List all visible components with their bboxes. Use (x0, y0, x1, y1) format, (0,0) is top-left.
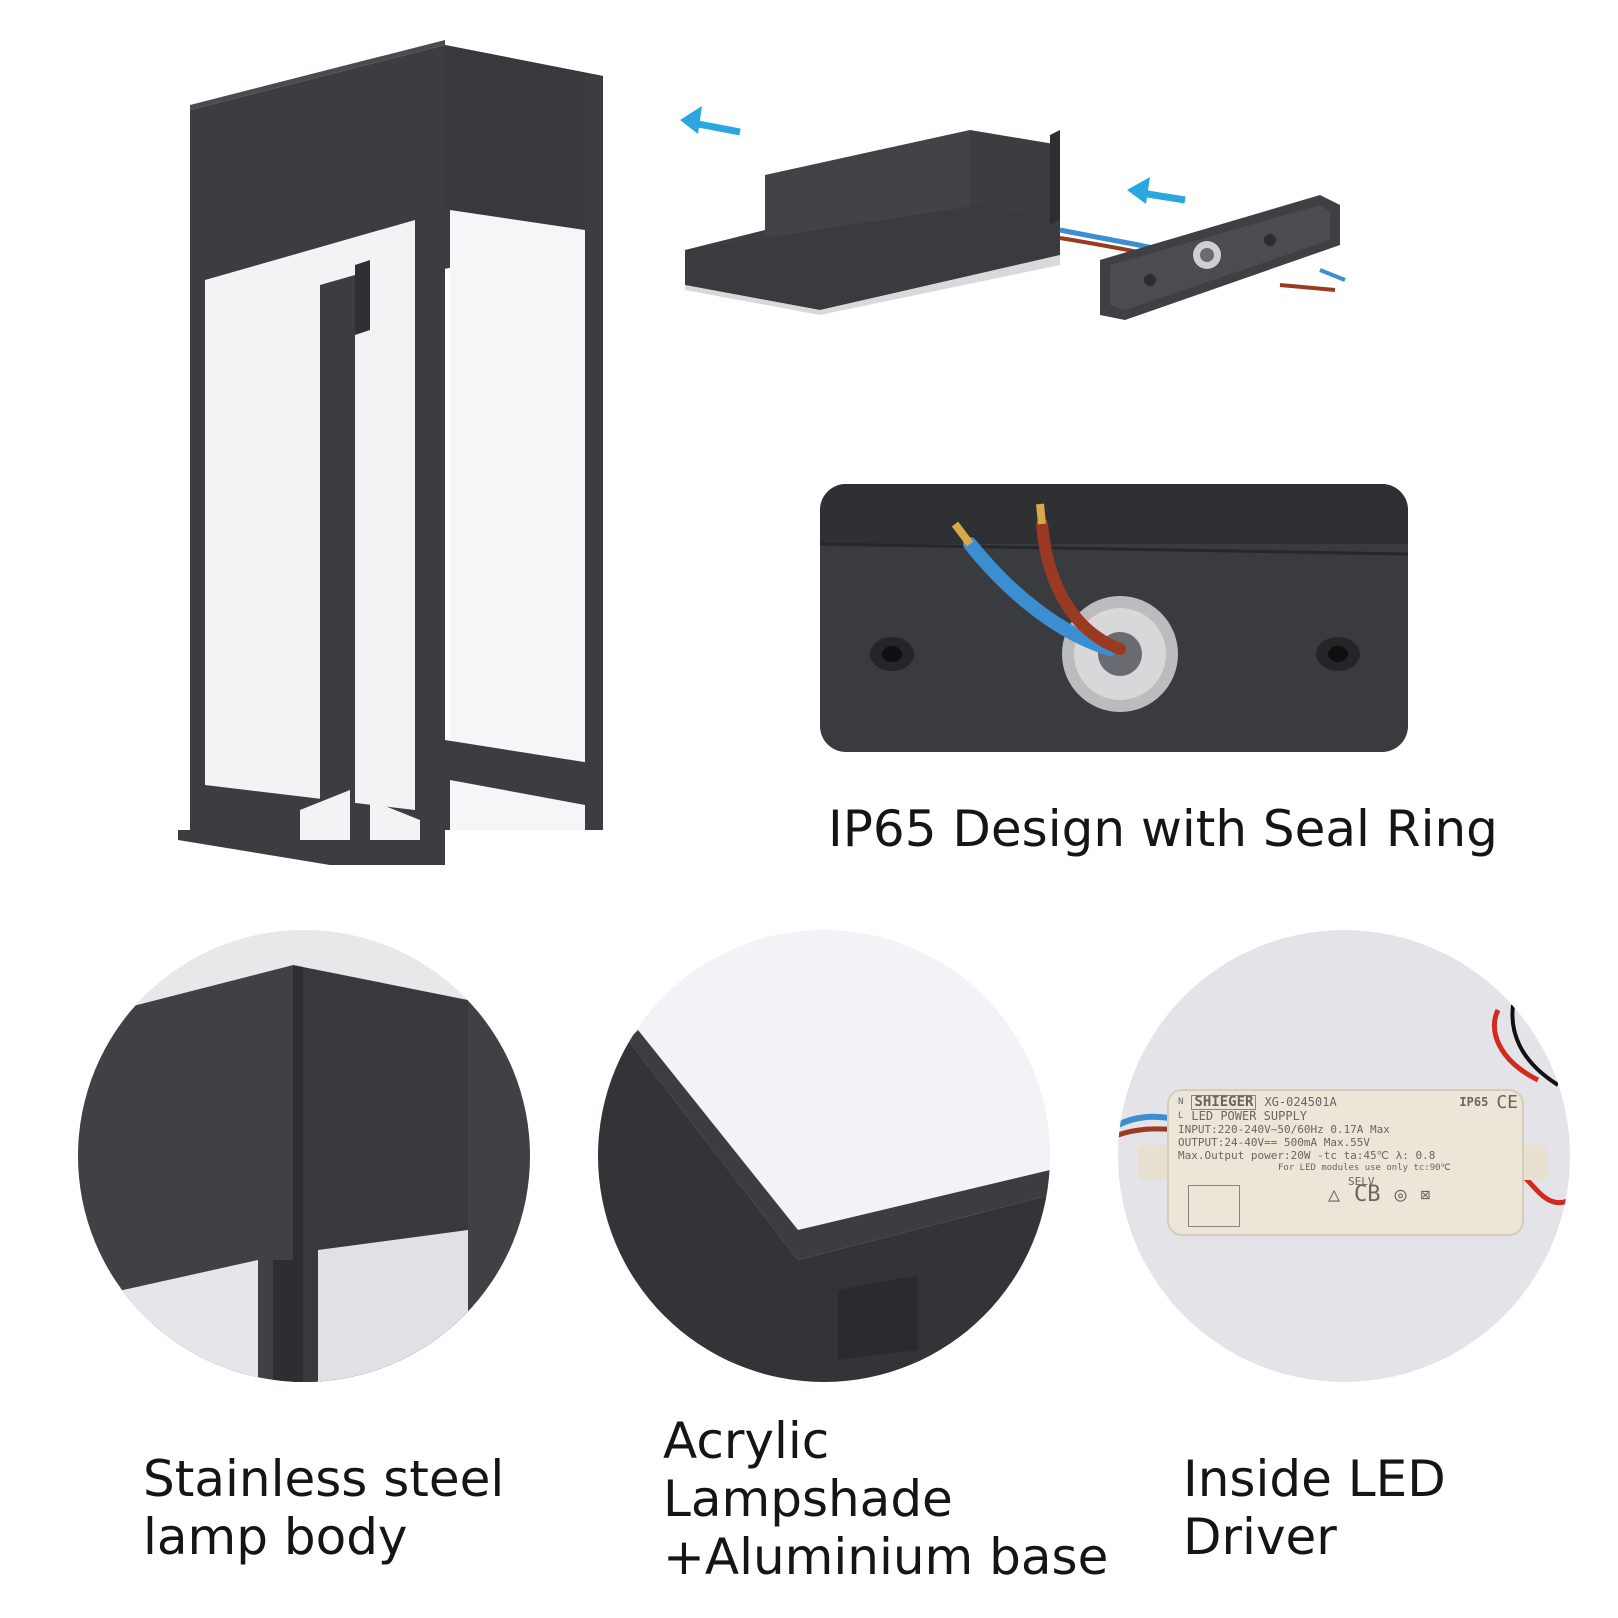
mounting-exploded-view (680, 100, 1400, 340)
driver-l-mark: L (1178, 1111, 1184, 1121)
driver-note: For LED modules use only tc:90℃ (1278, 1163, 1451, 1173)
driver-brand: SHIEGER (1191, 1095, 1257, 1110)
caption-steel-body: Stainless steel lamp body (143, 1450, 505, 1566)
cb-mark-icon: CB (1354, 1182, 1381, 1207)
driver-model: XG-024501A (1264, 1095, 1337, 1109)
caption-driver: Inside LED Driver (1183, 1450, 1446, 1566)
steel-body-closeup (78, 930, 530, 1382)
lamp-main-illustration (170, 40, 620, 870)
caption-seal-ring: IP65 Design with Seal Ring (828, 800, 1498, 858)
acrylic-lampshade-closeup (598, 930, 1050, 1382)
led-driver-closeup: N SHIEGER XG-024501A IP65 CE L LED POWER… (1118, 930, 1570, 1382)
driver-selv: SELV (1348, 1175, 1375, 1188)
screw-hole-right (1316, 637, 1360, 671)
ce-mark-icon: CE (1496, 1092, 1518, 1113)
driver-power: Max.Output power:20W -tc ta:45℃ λ: 0.8 (1178, 1149, 1436, 1162)
triangle-safety-icon: △ (1328, 1182, 1341, 1206)
screw-hole-left (870, 637, 914, 671)
caption-acrylic: Acrylic Lampshade +Aluminium base (663, 1412, 1109, 1586)
driver-rating: IP65 (1459, 1095, 1489, 1109)
recycle-bin-icon: ⊠ (1420, 1185, 1431, 1204)
arrow-left-icon (680, 106, 741, 136)
driver-label: N SHIEGER XG-024501A IP65 CE L LED POWER… (1178, 1092, 1518, 1230)
driver-output: OUTPUT:24-40V== 500mA Max.55V (1178, 1136, 1371, 1149)
driver-type: LED POWER SUPPLY (1191, 1109, 1308, 1123)
arrow-left-icon-2 (1127, 177, 1186, 204)
seal-ring-closeup (820, 484, 1408, 752)
tuv-certification-icon (1188, 1185, 1240, 1227)
driver-n-mark: N (1178, 1097, 1184, 1107)
driver-input: INPUT:220-240V~50/60Hz 0.17A Max (1178, 1123, 1390, 1136)
circle-mark-icon: ◎ (1394, 1182, 1407, 1206)
